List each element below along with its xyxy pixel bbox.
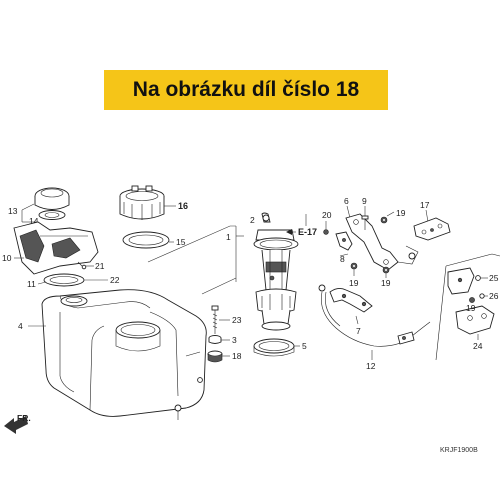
fuel-tank — [41, 289, 207, 420]
callout-17: 17 — [420, 200, 430, 210]
o-ring-15 — [122, 231, 170, 249]
bolt-23 — [211, 305, 219, 334]
callout-1: 1 — [226, 232, 231, 242]
arrow-icon — [286, 229, 292, 235]
callout-23: 23 — [232, 315, 242, 325]
callout-18: 18 — [232, 351, 242, 361]
bracket-24 — [447, 267, 495, 335]
callout-14: 14 — [29, 216, 39, 226]
callout-25: 25 — [489, 273, 499, 283]
bolt-19-b — [380, 216, 388, 224]
cable-12 — [318, 284, 431, 347]
pin-21 — [77, 261, 87, 270]
callout-16: 16 — [178, 201, 188, 211]
callout-8: 8 — [340, 254, 345, 264]
diagram-code: KRJF1900B — [440, 447, 478, 454]
callout-9: 9 — [362, 196, 367, 206]
o-ring-5 — [253, 338, 295, 357]
rubber-mount-18 — [207, 350, 223, 363]
bolt-19-a — [350, 262, 358, 270]
bolt-19-d — [469, 297, 475, 303]
callout-15: 15 — [176, 237, 186, 247]
collar-3 — [208, 335, 222, 344]
callout-10: 10 — [2, 253, 12, 263]
callout-11: 11 — [27, 279, 36, 289]
front-arrow-icon — [4, 416, 28, 434]
callout-3: 3 — [232, 335, 237, 345]
callout-24: 24 — [473, 341, 483, 351]
part-number-banner: Na obrázku díl číslo 18 — [104, 70, 388, 110]
bolt-19-c — [382, 266, 390, 274]
front-label: FR. — [17, 413, 31, 423]
callout-19-c: 19 — [381, 278, 391, 288]
callout-2: 2 — [250, 215, 255, 225]
callout-19-d: 19 — [466, 303, 476, 313]
callout-21: 21 — [95, 261, 105, 271]
callout-6: 6 — [344, 196, 349, 206]
filler-ring — [43, 273, 85, 287]
fuel-pump-module — [253, 212, 299, 331]
bolt-25 — [475, 275, 481, 281]
bracket-6 — [345, 213, 419, 271]
lock-ring-16 — [119, 185, 165, 220]
callout-4: 4 — [18, 321, 23, 331]
small-bracket-8 — [335, 231, 353, 251]
callout-19-b: 19 — [396, 208, 406, 218]
callout-5: 5 — [302, 341, 307, 351]
bracket-17 — [413, 217, 451, 241]
inset-box — [435, 253, 500, 361]
bolt-9 — [361, 215, 369, 230]
clamp-bracket — [329, 287, 373, 313]
callout-12: 12 — [366, 361, 376, 371]
fuel-cap — [34, 187, 70, 220]
callout-26: 26 — [489, 291, 499, 301]
callout-20: 20 — [322, 210, 332, 220]
ref-label: E-17 — [298, 227, 317, 237]
washer-26 — [479, 293, 485, 299]
fuel-tank-cover — [13, 221, 99, 275]
callout-7: 7 — [356, 326, 361, 336]
callout-19-a: 19 — [349, 278, 359, 288]
banner-text: Na obrázku díl číslo 18 — [132, 78, 360, 101]
bolt-20 — [323, 229, 329, 235]
callout-22: 22 — [110, 275, 120, 285]
callout-13: 13 — [8, 206, 18, 216]
